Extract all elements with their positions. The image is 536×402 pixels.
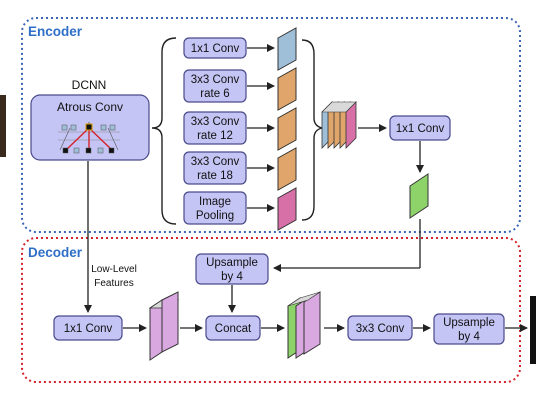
- encoder-title: Encoder: [28, 24, 83, 39]
- upsample-out-box: [433, 313, 505, 345]
- decoder-conv1x1-label: 1x1 Conv: [64, 323, 113, 335]
- decoder-conv3x3-label: 3x3 Conv: [356, 323, 405, 335]
- encoder-conv1x1-label: 1x1 Conv: [396, 123, 445, 135]
- low-level-line1: Low-Level: [91, 264, 137, 275]
- aspp-conv3x3-rate12-line1: 3x3 Conv: [191, 116, 240, 128]
- upsample-mid-box: [195, 253, 269, 285]
- upsample-out-line1: Upsample: [443, 317, 495, 329]
- aspp-conv3x3-rate6-box: [183, 69, 247, 103]
- atrous-conv-illustration: [58, 122, 120, 154]
- decoder-concat-stack: [287, 291, 321, 359]
- aspp-conv3x3-rate18-line2: rate 18: [197, 170, 233, 182]
- encoder-conv1x1-box: [389, 115, 451, 141]
- feature-map-pooling: [277, 187, 297, 231]
- low-level-feature: [149, 299, 163, 361]
- feature-map-1x1: [277, 27, 297, 71]
- aspp-conv3x3-rate12-line2: rate 12: [197, 130, 233, 142]
- aspp-image-pooling-line1: Image: [199, 196, 231, 208]
- aspp-image-pooling-box: [183, 191, 247, 225]
- aspp-conv1x1-label: 1x1 Conv: [191, 43, 240, 55]
- input-image-strip: [0, 95, 6, 157]
- low-level-line2: Features: [94, 278, 133, 289]
- feature-map-rate6: [277, 67, 297, 111]
- aspp-conv3x3-rate18-line1: 3x3 Conv: [191, 156, 240, 168]
- dcnn-title: DCNN: [72, 78, 107, 92]
- concat-label: Concat: [215, 323, 252, 335]
- encoder-border: [21, 17, 521, 233]
- aspp-image-pooling-line2: Pooling: [196, 210, 234, 222]
- aspp-conv3x3-rate6-line1: 3x3 Conv: [191, 74, 240, 86]
- upsample-mid-line1: Upsample: [206, 257, 258, 269]
- aspp-conv3x3-rate6-line2: rate 6: [200, 88, 229, 100]
- low-level-feature-side: [161, 291, 179, 353]
- aspp-conv3x3-rate18-box: [183, 151, 247, 185]
- feature-map-rate18: [277, 147, 297, 191]
- aspp-right-brace: [301, 39, 323, 221]
- aspp-conv3x3-rate12-box: [183, 111, 247, 145]
- concat-box: [205, 315, 261, 341]
- upsample-mid-line2: by 4: [221, 271, 243, 283]
- decoder-conv3x3-box: [347, 315, 413, 341]
- feature-map-rate12: [277, 107, 297, 151]
- encoder-output-feature: [409, 173, 429, 219]
- decoder-title: Decoder: [28, 245, 83, 260]
- decoder-conv1x1-box: [53, 315, 123, 341]
- aspp-concat-stack: [321, 101, 357, 149]
- decoder-border: [21, 237, 521, 383]
- output-image-strip: [530, 296, 536, 364]
- aspp-brace: [151, 37, 177, 225]
- atrous-conv-label: Atrous Conv: [57, 100, 123, 114]
- aspp-conv1x1-box: [183, 37, 247, 59]
- upsample-out-line2: by 4: [458, 331, 480, 343]
